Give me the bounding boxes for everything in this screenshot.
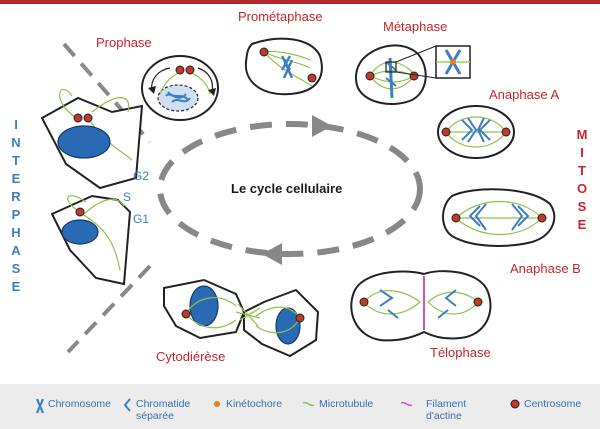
cell-metaphase <box>354 44 427 105</box>
mitose-letter: E <box>577 217 587 232</box>
chromosome-icon <box>35 398 45 414</box>
mitose-letter: T <box>578 163 586 178</box>
mitose-letter: M <box>576 127 588 142</box>
cell-prometaphase <box>244 37 323 96</box>
cycle-ellipse <box>157 121 423 257</box>
chromatide-icon <box>123 398 131 412</box>
interphase-letter: E <box>11 279 21 294</box>
interphase-letter: R <box>11 189 21 204</box>
label-cytodierese: Cytodiérèse <box>156 349 226 364</box>
mitose-letter: O <box>576 181 588 196</box>
legend-centrosome-label: Centrosome <box>524 398 582 410</box>
cycle-arrow-bottom <box>262 243 282 265</box>
interphase-letter: T <box>12 153 20 168</box>
label-anaphase-a: Anaphase A <box>489 87 560 102</box>
phase-s: S <box>123 190 132 204</box>
label-metaphase: Métaphase <box>383 19 448 34</box>
metaphase-zoom-inset <box>395 45 471 79</box>
legend-kinetochore-label: Kinétochore <box>226 398 283 410</box>
cell-anaphase-a <box>437 105 515 159</box>
legend-chromosome-label: Chromosome <box>48 398 112 410</box>
interphase-letter: N <box>11 135 21 150</box>
kinetochore-icon <box>214 401 220 407</box>
interphase-letter: S <box>11 261 21 276</box>
cell-telophase <box>350 270 492 342</box>
legend-actine-label-1: Filament <box>426 398 467 410</box>
interphase-letter: H <box>11 225 21 240</box>
label-telophase: Télophase <box>430 345 491 360</box>
interphase-letter: E <box>11 171 21 186</box>
cell-cytodierese <box>163 278 320 358</box>
label-anaphase-b: Anaphase B <box>510 261 581 276</box>
legend: Chromosome Chromatide séparée Kinétochor… <box>0 384 600 429</box>
interphase-letter: I <box>14 117 18 132</box>
phase-g1: G1 <box>133 212 150 226</box>
legend-actine-label-2: d'actine <box>426 410 462 422</box>
legend-chromatide-label-2: séparée <box>136 410 174 422</box>
cycle-arrow-top <box>312 115 332 137</box>
cell-prophase <box>141 55 219 121</box>
legend-microtubule-label: Microtubule <box>319 398 374 410</box>
cell-g1 <box>50 194 132 286</box>
separator-line-bottom <box>66 264 152 354</box>
diagram-title: Le cycle cellulaire <box>231 181 343 196</box>
microtubule-icon <box>302 401 315 407</box>
cell-cycle-diagram <box>40 37 556 358</box>
label-prometaphase: Prométaphase <box>238 9 323 24</box>
centrosome-icon <box>510 399 520 409</box>
cell-g2 <box>40 88 144 190</box>
mitose-letter: S <box>577 199 587 214</box>
top-accent-bar <box>0 0 600 4</box>
cell-anaphase-b <box>442 188 556 247</box>
label-prophase: Prophase <box>96 35 152 50</box>
actin-filament-icon <box>400 401 413 407</box>
phase-g2: G2 <box>133 169 150 183</box>
interphase-letter: A <box>11 243 21 258</box>
legend-chromatide-label-1: Chromatide <box>136 398 191 410</box>
interphase-letter: P <box>11 207 21 222</box>
mitose-letter: I <box>580 145 584 160</box>
